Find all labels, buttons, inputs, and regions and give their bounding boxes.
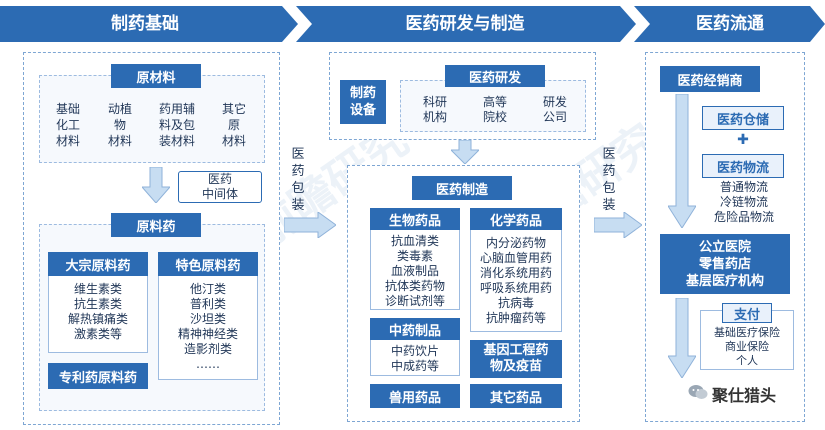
stage-label-rd: 医药研发与制造 xyxy=(405,14,525,34)
payment-items: 基础医疗保险 商业保险 个人 xyxy=(700,326,794,368)
specialty-item: 普利类 xyxy=(189,297,226,311)
specialty-items: 他汀类 普利类 沙坦类 精神神经类 造影剂类 …… xyxy=(158,282,258,372)
down-arrow xyxy=(668,94,696,228)
rd-item: 研发 公司 xyxy=(542,95,567,124)
raw-material-item: 药用辅 料及包 装材料 xyxy=(158,102,195,148)
bio-item: 诊断试剂等 xyxy=(384,294,445,308)
rd-header: 医药研发 xyxy=(445,65,545,87)
bio-items: 抗血清类 类毒素 血液制品 抗体类药物 诊断试剂等 xyxy=(370,234,460,309)
bio-header: 生物药品 xyxy=(370,208,460,230)
specialty-item: 造影剂类 xyxy=(183,342,232,356)
payment-item: 基础医疗保险 xyxy=(714,326,780,339)
specialty-item: 精神神经类 xyxy=(177,327,238,341)
equipment-box: 制药 设备 xyxy=(340,80,386,124)
intermediate-box xyxy=(178,171,262,203)
vet-drugs-box: 兽用药品 xyxy=(370,384,460,408)
bulk-item: 维生素类 xyxy=(73,282,122,296)
right-arrow xyxy=(594,212,642,238)
stage-label-basis: 制药基础 xyxy=(111,14,179,34)
bulk-header: 大宗原料药 xyxy=(48,252,148,276)
bio-item: 血液制品 xyxy=(390,264,439,278)
payment-item: 个人 xyxy=(736,354,758,367)
bio-item: 抗血清类 xyxy=(390,234,439,248)
specialty-item: 他汀类 xyxy=(189,282,226,296)
stage-label-distribution: 医药流通 xyxy=(696,14,764,34)
chem-item: 内分泌药物 xyxy=(485,236,546,250)
bulk-item: 解热镇痛类 xyxy=(67,312,128,326)
bulk-item: 激素类等 xyxy=(73,327,122,341)
bulk-item: 抗生素类 xyxy=(73,297,122,311)
chem-header: 化学药品 xyxy=(470,208,562,230)
brand-name: 聚仕猎头 xyxy=(712,386,777,405)
bio-item: 抗体类药物 xyxy=(384,279,445,293)
specialty-header: 特色原料药 xyxy=(158,252,258,276)
down-arrow xyxy=(451,140,479,164)
raw-material-item: 动植 物 材料 xyxy=(107,102,132,148)
logistics-items: 普通物流 冷链物流 危险品物流 xyxy=(700,180,788,225)
chem-items: 内分泌药物 心脑血管用药 消化系统用药 呼吸系统用药 抗病毒 抗肿瘤药等 xyxy=(470,236,562,326)
terminal-item: 基层医疗机构 xyxy=(685,273,764,289)
terminal-item: 零售药店 xyxy=(698,256,751,272)
api-header: 原料药 xyxy=(111,213,201,237)
rd-item: 高等 院校 xyxy=(482,95,507,124)
chem-item: 抗肿瘤药等 xyxy=(485,311,546,325)
intermediate-label: 医药 中间体 xyxy=(201,172,238,201)
chem-item: 抗病毒 xyxy=(497,296,534,310)
tcm-items: 中药饮片 中成药等 xyxy=(370,344,460,374)
distributor-box: 医药经销商 xyxy=(660,66,760,92)
bulk-items: 维生素类 抗生素类 解热镇痛类 激素类等 xyxy=(48,282,148,342)
specialty-item: 沙坦类 xyxy=(189,312,226,326)
patent-api-header: 专利药原料药 xyxy=(48,363,148,389)
down-arrow xyxy=(668,298,696,378)
logistics-item: 危险品物流 xyxy=(713,210,774,224)
packaging-label: 医 药 包 装 xyxy=(602,147,616,213)
chem-item: 消化系统用药 xyxy=(479,266,552,280)
chem-item: 呼吸系统用药 xyxy=(479,281,552,295)
chem-item: 心脑血管用药 xyxy=(479,251,552,265)
payment-header: 支付 xyxy=(722,303,772,323)
tcm-item: 中药饮片 xyxy=(390,344,439,358)
logistics-item: 冷链物流 xyxy=(719,195,768,209)
tcm-header: 中药制品 xyxy=(370,318,460,340)
rd-group xyxy=(400,80,586,132)
raw-materials-header: 原材料 xyxy=(111,64,201,88)
specialty-item: …… xyxy=(196,357,220,371)
raw-material-item: 其它 原 材料 xyxy=(221,102,246,148)
logistics-item: 普通物流 xyxy=(719,180,768,194)
payment-item: 商业保险 xyxy=(725,340,769,353)
down-arrow xyxy=(142,167,170,203)
stage-chevrons xyxy=(0,6,825,42)
packaging-label: 医 药 包 装 xyxy=(291,147,305,213)
rd-item: 科研 机构 xyxy=(422,95,447,124)
terminals-box: 公立医院 零售药店 基层医疗机构 xyxy=(660,234,790,294)
wechat-icon xyxy=(688,384,708,400)
plus-connector: ✚ xyxy=(737,132,749,148)
bio-item: 类毒素 xyxy=(396,249,433,263)
raw-material-item: 基础 化工 材料 xyxy=(55,102,80,148)
tcm-item: 中成药等 xyxy=(390,359,439,373)
warehouse-box: 医药仓储 xyxy=(702,106,784,130)
mfg-header: 医药制造 xyxy=(412,176,512,200)
right-arrow xyxy=(284,212,336,238)
other-drugs-box: 其它药品 xyxy=(470,384,562,408)
logistics-header: 医药物流 xyxy=(702,154,784,178)
gene-vaccine-box: 基因工程药 物及疫苗 xyxy=(470,340,562,378)
terminal-item: 公立医院 xyxy=(698,239,751,255)
